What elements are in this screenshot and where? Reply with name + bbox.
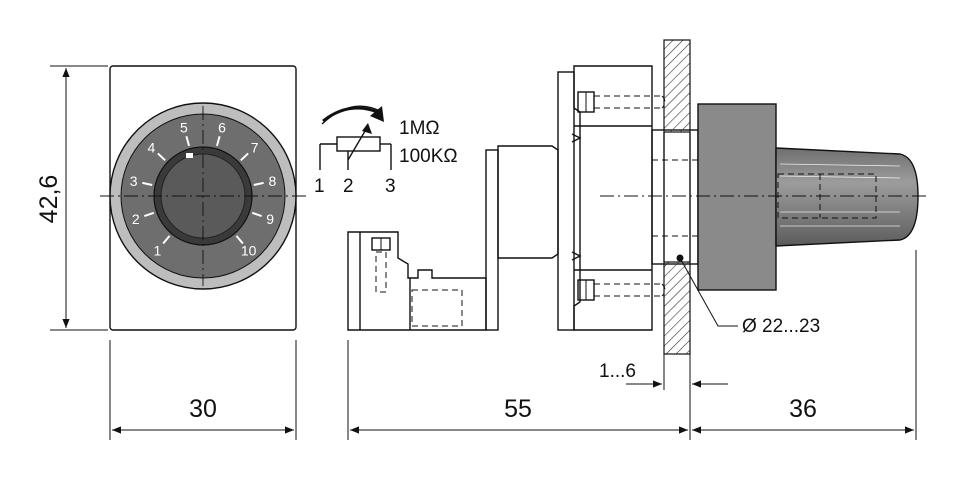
dial-number: 4	[147, 139, 155, 155]
dial-numbers: 12 3 4 5 6 7 8 9 10	[130, 120, 277, 259]
mounting-panel-lower	[663, 261, 691, 355]
dial-tick	[162, 235, 171, 245]
potentiometer-schematic: 1MΩ 100KΩ 1 2 3	[314, 105, 458, 197]
knob-indicator	[186, 153, 193, 158]
dial-ticks	[142, 136, 264, 245]
terminal-1: 1	[314, 176, 325, 197]
dial-number: 6	[218, 120, 226, 136]
height-dimension: 42,6	[35, 65, 108, 331]
resistance-max-label: 1MΩ	[399, 118, 440, 139]
body-depth-label: 55	[504, 395, 532, 423]
dial-number: 7	[251, 139, 259, 155]
hole-diameter-label: Ø 22...23	[742, 316, 820, 337]
dial-tick	[251, 211, 262, 218]
body-depth-dimension: 55	[347, 340, 688, 440]
dial-number: 3	[130, 173, 138, 189]
side-knob	[775, 147, 919, 247]
width-label: 30	[189, 395, 217, 423]
knob-housing	[697, 103, 777, 291]
dial-tick	[144, 211, 155, 218]
front-view: 12 3 4 5 6 7 8 9 10	[100, 65, 306, 331]
terminal-3: 3	[385, 176, 396, 197]
dial-tick	[142, 181, 153, 186]
dial-number: 5	[180, 120, 188, 136]
height-label: 42,6	[35, 175, 63, 224]
dial-tick	[253, 181, 264, 186]
width-dimension: 30	[109, 340, 297, 440]
knob-depth-label: 36	[789, 395, 817, 423]
dial-tick	[235, 235, 244, 245]
terminal-2: 2	[343, 176, 354, 197]
dial-number: 9	[266, 211, 274, 227]
knob-depth-dimension: 36	[692, 250, 917, 440]
resistance-min-label: 100KΩ	[399, 146, 458, 167]
mounting-panel	[663, 39, 691, 133]
dial-tick	[185, 136, 191, 147]
panel-thickness-label: 1...6	[599, 361, 636, 382]
dial-tick	[240, 152, 249, 162]
dial-number: 1	[153, 242, 161, 258]
panel-thickness-dimension: 1...6	[599, 340, 728, 440]
screw-bottom	[577, 279, 666, 301]
dial-tick	[215, 136, 221, 147]
hole-diameter-callout: Ø 22...23	[676, 254, 820, 337]
dial-number: 10	[241, 242, 257, 258]
side-view	[347, 39, 930, 355]
dial-number: 2	[132, 211, 140, 227]
dial-tick	[157, 152, 166, 162]
dial-number: 8	[268, 173, 276, 189]
screw-top	[577, 91, 666, 113]
